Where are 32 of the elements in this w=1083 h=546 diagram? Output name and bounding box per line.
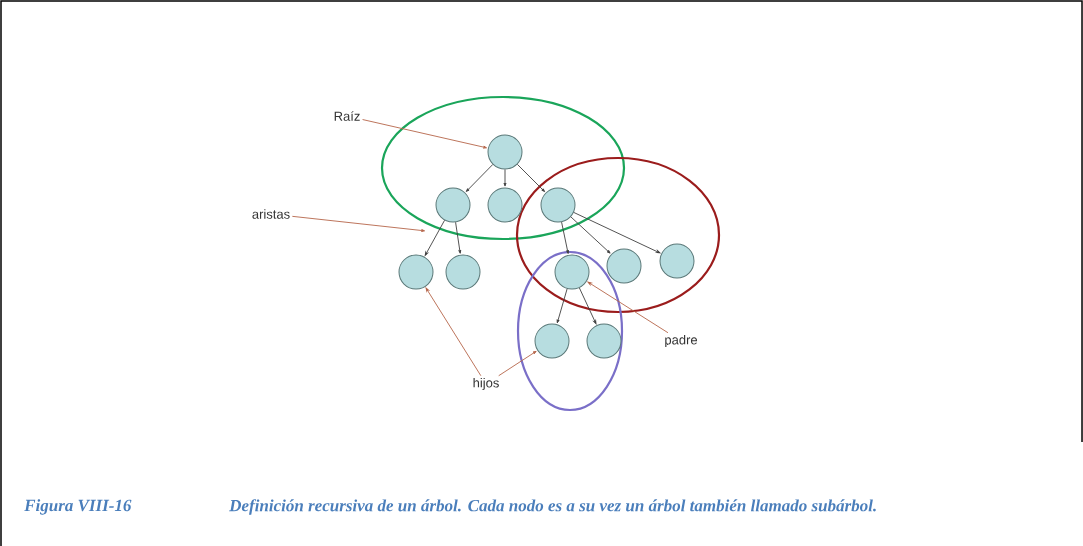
leader-line (587, 281, 669, 334)
callout-text: hijos (473, 377, 499, 391)
tree-node-circle (487, 134, 523, 170)
tree-edge-arrow (578, 287, 597, 325)
leader-line (425, 287, 482, 377)
tree-node-circle (606, 248, 642, 284)
tree-edge-arrow (465, 164, 494, 192)
callout-text: Raíz (334, 111, 360, 121)
leader-line (291, 215, 426, 232)
tree-node-circle (554, 254, 590, 290)
tree-node-circle (659, 243, 695, 279)
tree-edge-arrow (503, 169, 507, 187)
tree-edge-arrow (573, 212, 661, 254)
tree-node-circle (540, 187, 576, 223)
tree-edge-arrow (455, 221, 462, 254)
tree-edge-arrow (424, 219, 445, 256)
callout-text: padre (665, 334, 698, 348)
tree-edge-arrow (570, 216, 611, 254)
tree-node-circle (398, 254, 434, 290)
callout-text: aristas (252, 209, 290, 219)
figure-caption: Definición recursiva de un árbol. Cada nodo es a su vez un árbol también llamado subárbol. (229, 499, 876, 515)
tree-node-circle (586, 323, 622, 359)
tree-node-circle (534, 323, 570, 359)
tree-node-circle (487, 187, 523, 223)
tree-edge-arrow (516, 163, 546, 193)
leader-line (498, 350, 537, 377)
leader-line (362, 119, 487, 149)
figure-number: Figura VIII-16 (24, 499, 132, 515)
tree-edge-arrow (561, 221, 569, 254)
tree-node-circle (435, 187, 471, 223)
tree-edge-arrow (556, 288, 568, 324)
tree-node-circle (445, 254, 481, 290)
